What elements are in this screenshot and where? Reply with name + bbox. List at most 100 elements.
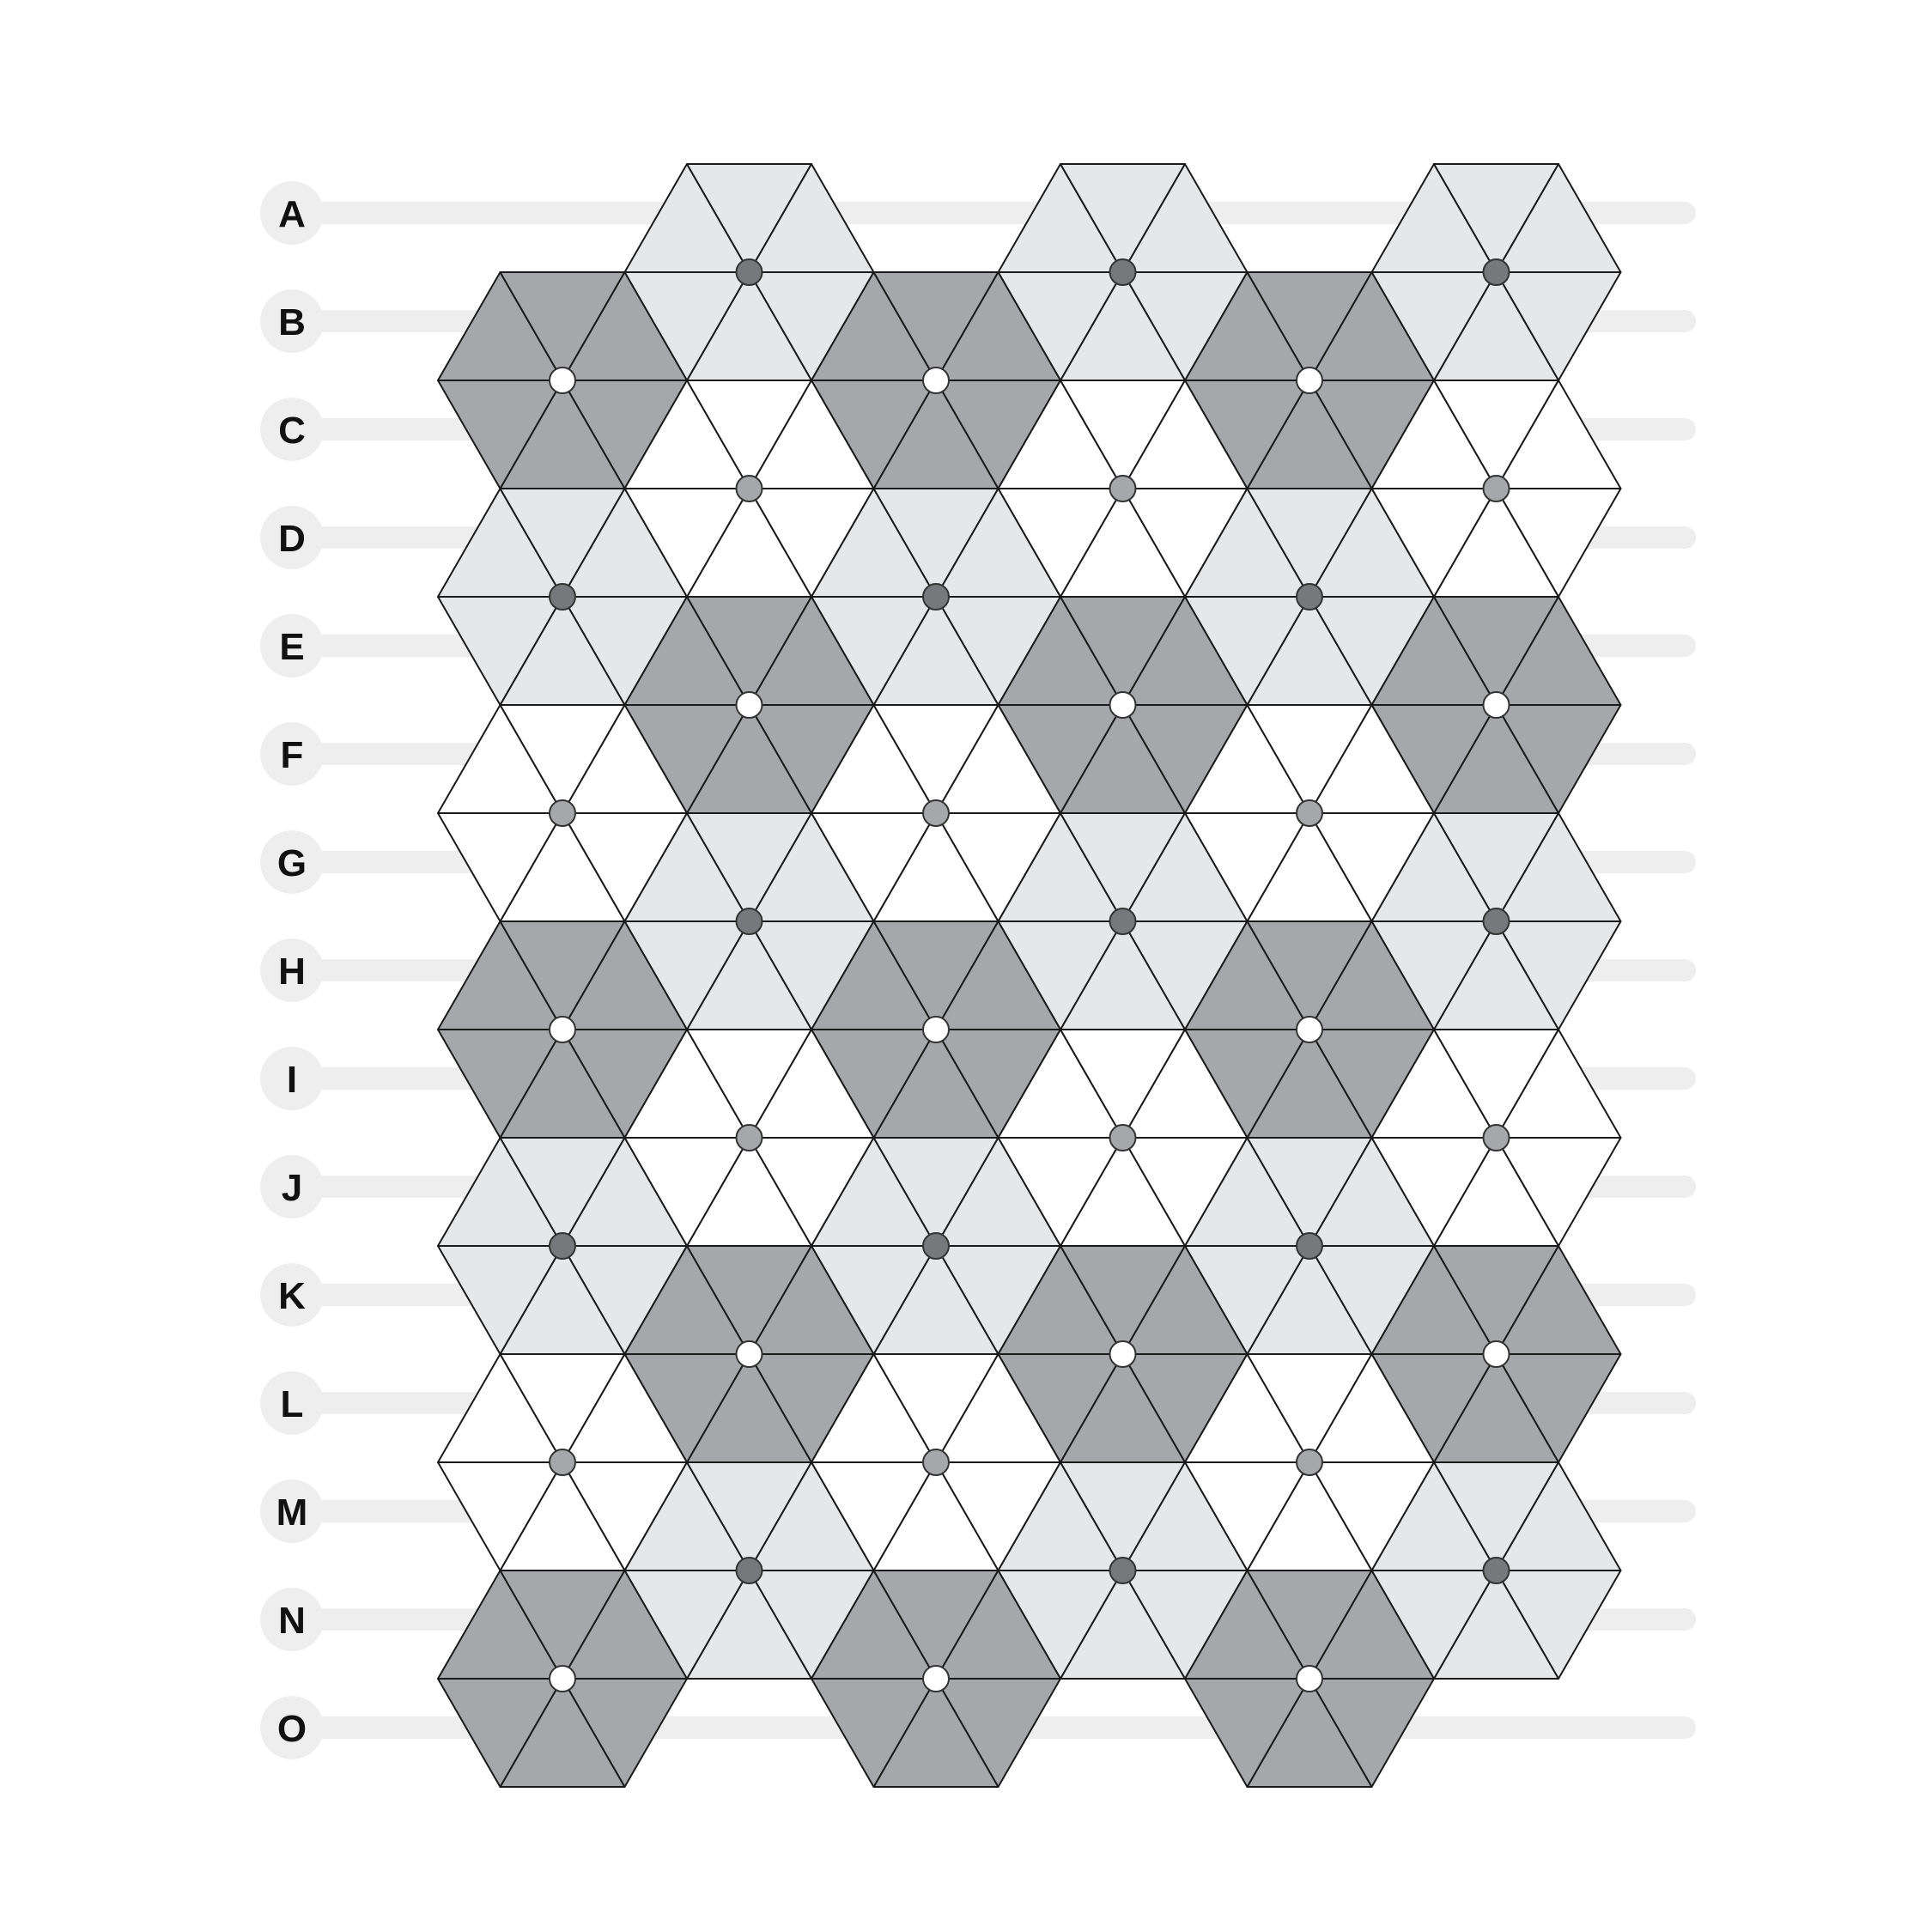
board-cell[interactable] xyxy=(1309,920,1435,1030)
vertex-marker[interactable] xyxy=(1296,1665,1323,1692)
board-cell[interactable] xyxy=(1309,1137,1435,1247)
board-cell[interactable] xyxy=(1121,380,1249,489)
vertex-marker[interactable] xyxy=(735,691,763,719)
board-cell[interactable] xyxy=(1495,1461,1622,1571)
board-cell[interactable] xyxy=(1309,271,1435,381)
board-cell[interactable] xyxy=(748,1245,875,1355)
vertex-marker[interactable] xyxy=(922,1016,950,1043)
vertex-marker[interactable] xyxy=(1296,799,1323,827)
vertex-marker[interactable] xyxy=(549,1232,576,1260)
vertex-marker[interactable] xyxy=(1109,475,1137,502)
board-cell[interactable] xyxy=(935,271,1061,381)
vertex-marker[interactable] xyxy=(735,1557,763,1584)
vertex-marker[interactable] xyxy=(1109,691,1137,719)
vertex-marker[interactable] xyxy=(1109,1340,1137,1368)
vertex-marker[interactable] xyxy=(549,799,576,827)
vertex-marker[interactable] xyxy=(1109,258,1137,286)
board-cell[interactable] xyxy=(1495,812,1622,922)
board-cell[interactable] xyxy=(1309,1570,1435,1680)
row-label-f: F xyxy=(281,734,304,776)
board-cell[interactable] xyxy=(562,1570,688,1680)
row-label-b: B xyxy=(278,301,306,343)
board-cell[interactable] xyxy=(1309,704,1435,814)
row-track-a xyxy=(292,202,1696,224)
board-cell[interactable] xyxy=(935,704,1061,814)
board-cell[interactable] xyxy=(1121,812,1249,922)
row-label-h: H xyxy=(278,951,306,993)
board-cell[interactable] xyxy=(1495,1245,1622,1355)
board-cell[interactable] xyxy=(1121,1461,1249,1571)
vertex-marker[interactable] xyxy=(735,1340,763,1368)
board-cell[interactable] xyxy=(935,1353,1061,1463)
board-cell[interactable] xyxy=(935,920,1061,1030)
row-badge-b xyxy=(260,289,324,353)
row-label-a: A xyxy=(278,193,306,235)
board-cell[interactable] xyxy=(562,920,688,1030)
board-cell[interactable] xyxy=(748,1029,875,1139)
board-cell[interactable] xyxy=(1495,163,1622,273)
board-cell[interactable] xyxy=(1309,1353,1435,1463)
board-cell[interactable] xyxy=(562,1353,688,1463)
board-cell[interactable] xyxy=(935,1570,1061,1680)
vertex-marker[interactable] xyxy=(1482,1557,1510,1584)
board-cell[interactable] xyxy=(562,488,688,598)
row-badge-d xyxy=(260,506,324,569)
triangle-cells xyxy=(437,163,1622,1788)
vertex-marker[interactable] xyxy=(922,1449,950,1476)
vertex-marker[interactable] xyxy=(735,1124,763,1151)
vertex-marker[interactable] xyxy=(549,1665,576,1692)
vertex-marker[interactable] xyxy=(922,1232,950,1260)
vertex-marker[interactable] xyxy=(549,1016,576,1043)
row-badge-a xyxy=(260,181,324,245)
board-cell[interactable] xyxy=(1121,163,1249,273)
board-cell[interactable] xyxy=(935,488,1061,598)
vertex-marker[interactable] xyxy=(735,258,763,286)
vertex-marker[interactable] xyxy=(549,367,576,394)
row-badge-m xyxy=(260,1479,324,1543)
board-cell[interactable] xyxy=(562,704,688,814)
board-cell[interactable] xyxy=(562,271,688,381)
vertex-marker[interactable] xyxy=(1296,1232,1323,1260)
vertex-marker[interactable] xyxy=(922,1665,950,1692)
vertex-marker[interactable] xyxy=(735,475,763,502)
row-label-i: I xyxy=(287,1059,297,1101)
board-cell[interactable] xyxy=(748,596,875,706)
vertex-marker[interactable] xyxy=(735,908,763,935)
board-cell[interactable] xyxy=(1495,596,1622,706)
vertex-marker[interactable] xyxy=(922,583,950,611)
vertex-marker[interactable] xyxy=(549,583,576,611)
row-label-l: L xyxy=(281,1383,304,1425)
board-cell[interactable] xyxy=(1121,596,1249,706)
board-cell[interactable] xyxy=(1309,488,1435,598)
board-cell[interactable] xyxy=(1121,1245,1249,1355)
vertex-marker[interactable] xyxy=(1482,1124,1510,1151)
row-label-g: G xyxy=(277,842,307,884)
vertex-marker[interactable] xyxy=(922,799,950,827)
board-cell[interactable] xyxy=(1495,380,1622,489)
vertex-marker[interactable] xyxy=(549,1449,576,1476)
board-cell[interactable] xyxy=(1495,1029,1622,1139)
vertex-marker[interactable] xyxy=(1109,1124,1137,1151)
board-cell[interactable] xyxy=(748,380,875,489)
vertex-marker[interactable] xyxy=(1482,691,1510,719)
vertex-marker[interactable] xyxy=(1296,367,1323,394)
vertex-marker[interactable] xyxy=(1296,583,1323,611)
vertex-marker[interactable] xyxy=(1296,1016,1323,1043)
vertex-marker[interactable] xyxy=(1109,1557,1137,1584)
vertex-marker[interactable] xyxy=(1482,908,1510,935)
vertex-marker[interactable] xyxy=(1482,475,1510,502)
board-cell[interactable] xyxy=(748,163,875,273)
board-cell[interactable] xyxy=(748,812,875,922)
vertex-marker[interactable] xyxy=(1296,1449,1323,1476)
board-cell[interactable] xyxy=(1121,1029,1249,1139)
vertex-marker[interactable] xyxy=(1109,908,1137,935)
vertex-marker[interactable] xyxy=(922,367,950,394)
board-cell[interactable] xyxy=(562,1137,688,1247)
board-cell[interactable] xyxy=(748,1461,875,1571)
vertex-marker[interactable] xyxy=(1482,258,1510,286)
vertex-marker[interactable] xyxy=(1482,1340,1510,1368)
row-badge-i xyxy=(260,1047,324,1110)
board-cell[interactable] xyxy=(935,1137,1061,1247)
